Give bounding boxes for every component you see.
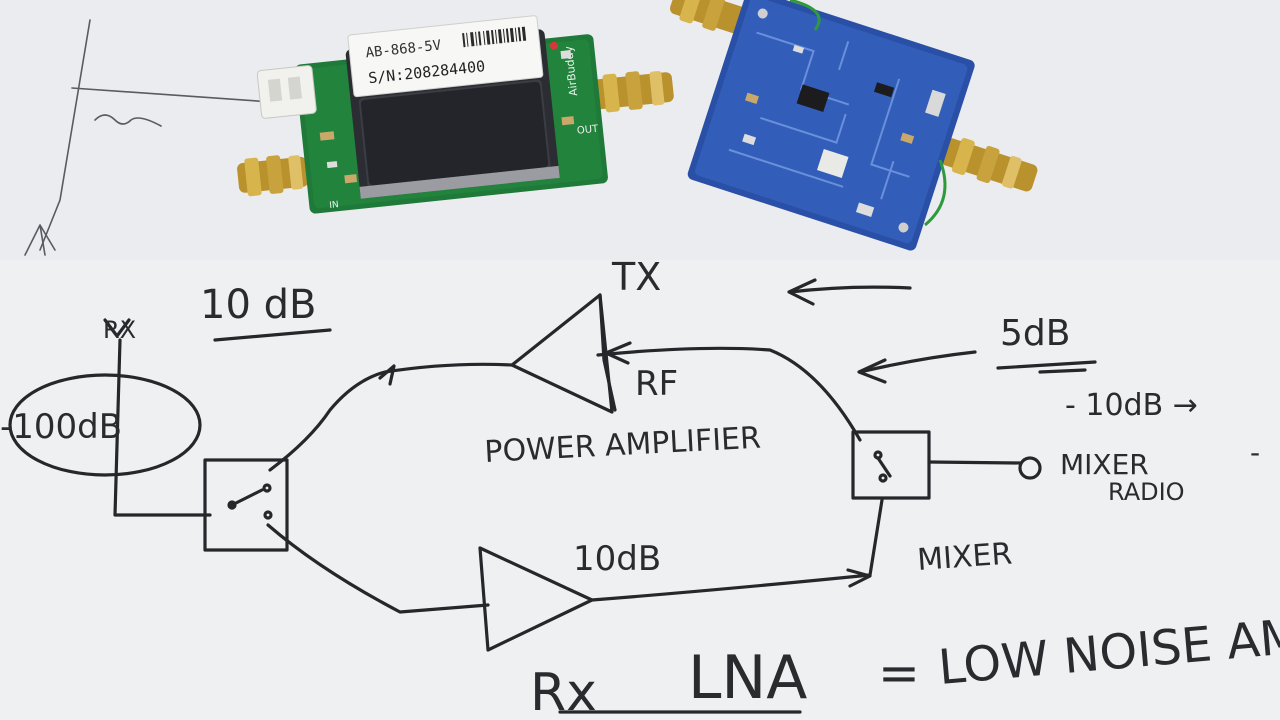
arrow-left-top: [788, 285, 912, 294]
label-tx: TX: [611, 255, 661, 299]
label-mixer: MIXER: [916, 536, 1013, 578]
smd-components: [319, 41, 575, 184]
port-out-label: OUT: [576, 124, 599, 137]
label-bottom-eq: =: [878, 644, 920, 702]
amplifier-board-left: AB-868-5V S/N:208284400 AirBuddy IN OUT: [237, 15, 674, 214]
hand-drawn-diagram: [8, 278, 1097, 714]
label-mixer-radio-2: RADIO: [1108, 478, 1185, 506]
board-model-label: AB-868-5V: [365, 38, 443, 62]
port-in-label: IN: [329, 200, 339, 211]
jst-connector: [256, 65, 317, 119]
barcode: [462, 26, 527, 48]
sma-connector-out: [588, 70, 674, 113]
mixer-radio-node: [1018, 456, 1042, 480]
label-rf: RF: [635, 364, 678, 404]
paper-shadow-top: [0, 0, 1280, 260]
green-wire: [789, 0, 821, 31]
switch-box-right: [851, 430, 931, 500]
rf-feedback-arrow: [596, 346, 862, 442]
arrow-left-mid: [858, 350, 977, 374]
pcb-traces: [728, 31, 910, 200]
amplifier-board-right: [670, 0, 1038, 251]
label-bottom-rx: Rx: [530, 663, 597, 720]
sma-connector-in: [237, 155, 309, 197]
sma-connector-right: [936, 137, 1038, 192]
rx-antenna-line: [113, 338, 212, 517]
green-wire-2: [924, 159, 947, 227]
label-lna-gain: 10dB: [573, 539, 661, 579]
label-dash-right: -: [1250, 436, 1260, 469]
upper-signal-path: [268, 362, 514, 472]
label-ellipse: -100dB: [0, 407, 122, 447]
lna-symbol: [478, 546, 594, 652]
lower-signal-path: [266, 523, 490, 614]
label-mixer-radio-1: MIXER: [1060, 448, 1149, 481]
label-rx-top: RX: [103, 316, 136, 344]
antenna-ellipse: [8, 373, 202, 477]
label-gain-right: 5dB: [1000, 313, 1070, 354]
blue-board-components: [742, 8, 946, 233]
lna-output-path: [590, 498, 884, 602]
switch-box-left: [203, 458, 289, 552]
shield-label: [347, 15, 544, 98]
mixer-radio-line: [927, 460, 1022, 465]
label-bottom-lna: LNA: [688, 643, 807, 713]
label-right-note: - 10dB →: [1065, 388, 1198, 423]
label-gain-left: 10 dB: [200, 282, 316, 328]
